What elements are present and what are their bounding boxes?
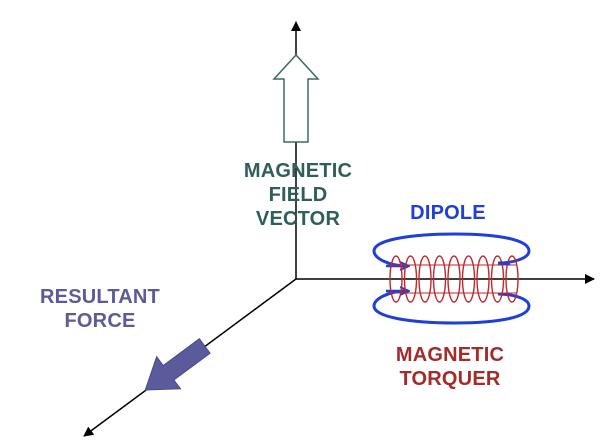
coil-turn (490, 255, 505, 303)
coil-turn (418, 255, 432, 303)
resultant-force-label: RESULTANT FORCE (5, 285, 195, 333)
dipole-lower-loop (372, 289, 531, 325)
dipole-label: DIPOLE (378, 201, 518, 225)
magnetic-field-vector-label: MAGNETIC FIELD VECTOR (213, 159, 383, 231)
force-label-line-1: RESULTANT (40, 286, 160, 308)
coil-turn (461, 255, 476, 303)
dipole-upper-loop (372, 232, 531, 268)
field-label-line-3: VECTOR (255, 208, 341, 230)
magnetic-field-arrow (272, 53, 320, 143)
coil-turn (432, 255, 447, 303)
coil-turn (476, 255, 490, 303)
coil-turn (505, 255, 519, 303)
dipole-field-loops (372, 232, 531, 325)
coil-turn (389, 255, 403, 303)
torquer-label-line-2: TORQUER (399, 368, 501, 390)
dipole-label-text: DIPOLE (410, 202, 486, 224)
resultant-force-arrow (144, 338, 211, 391)
coil-turn (403, 255, 418, 303)
torquer-coil (389, 255, 519, 303)
field-label-line-2: FIELD (268, 184, 328, 206)
field-label-line-1: MAGNETIC (243, 160, 353, 182)
magnetic-torquer-label: MAGNETIC TORQUER (365, 343, 535, 391)
force-label-line-2: FORCE (64, 310, 136, 332)
coil-turn (447, 255, 461, 303)
torquer-label-line-1: MAGNETIC (395, 344, 505, 366)
